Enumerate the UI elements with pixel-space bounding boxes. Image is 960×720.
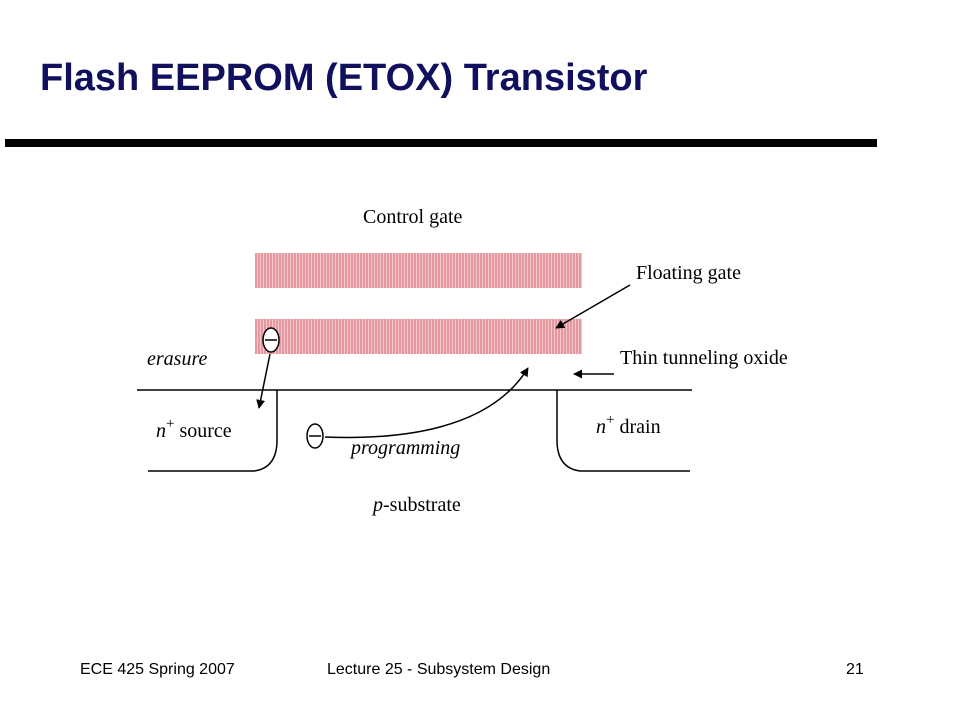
drain-text: drain — [614, 416, 660, 438]
electron-icon — [262, 327, 280, 353]
erasure-label: erasure — [147, 348, 207, 370]
source-text: source — [174, 420, 231, 442]
oxide-label: Thin tunneling oxide — [620, 347, 788, 369]
programming-arrow — [324, 367, 529, 439]
floating-gate-label: Floating gate — [636, 262, 741, 284]
drain-n: n — [596, 416, 606, 438]
electron-icon — [306, 423, 324, 449]
programming-label: programming — [349, 437, 460, 459]
source-label: n+ source — [156, 416, 232, 442]
footer-lecture: Lecture 25 - Subsystem Design — [327, 661, 551, 678]
floating-gate — [255, 319, 582, 354]
title-divider — [5, 139, 877, 147]
drain-diffusion-boundary — [556, 390, 690, 472]
control-gate — [255, 253, 582, 288]
footer-course: ECE 425 Spring 2007 — [80, 661, 235, 678]
erasure-arrow — [256, 353, 271, 409]
slide-title: Flash EEPROM (ETOX) Transistor — [40, 57, 648, 99]
substrate-label: p-substrate — [371, 494, 461, 516]
source-plus: + — [166, 416, 174, 432]
drain-plus: + — [606, 412, 614, 428]
control-gate-label: Control gate — [363, 206, 463, 228]
floating-gate-pointer-arrow — [555, 284, 631, 329]
substrate-text: -substrate — [383, 494, 461, 516]
source-n: n — [156, 420, 166, 442]
drain-label: n+ drain — [596, 412, 661, 438]
substrate-p: p — [371, 494, 383, 516]
source-diffusion-boundary — [148, 390, 278, 472]
page-number: 21 — [846, 661, 864, 678]
